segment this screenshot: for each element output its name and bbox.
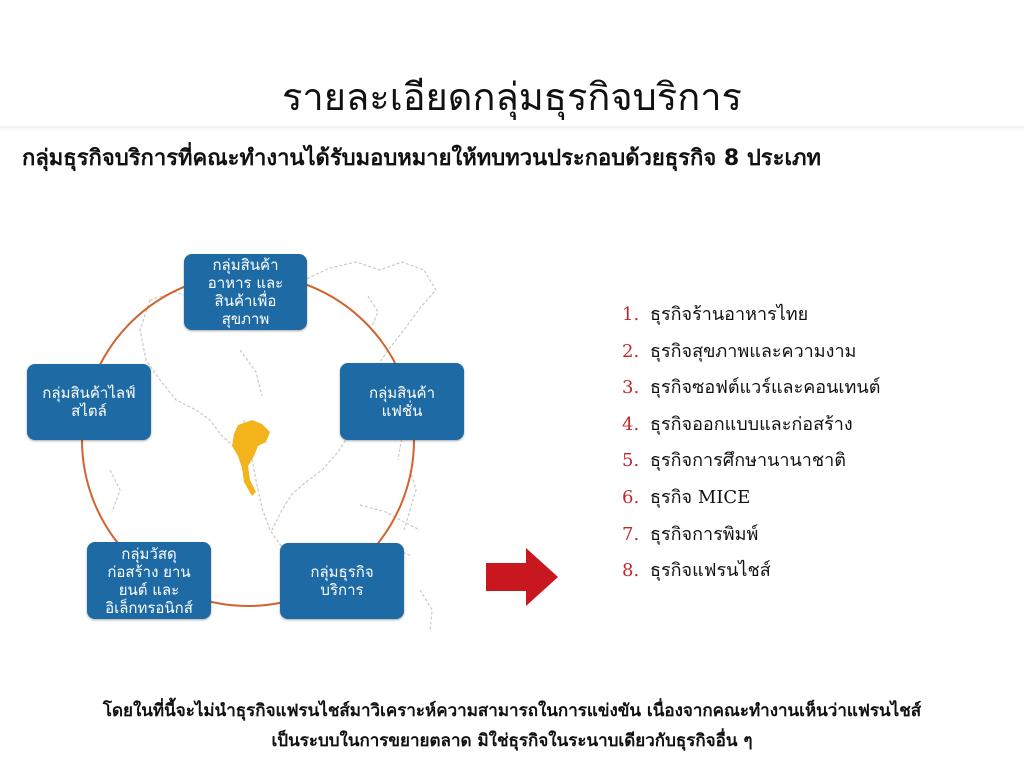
box-lifestyle: กลุ่มสินค้าไลฟ์ สไตล์ bbox=[27, 364, 151, 440]
business-type-list: 1.ธุรกิจร้านอาหารไทย 2.ธุรกิจสุขภาพและคว… bbox=[622, 300, 880, 593]
list-item: 5.ธุรกิจการศึกษานานาชาติ bbox=[622, 450, 846, 472]
list-item: 8.ธุรกิจแฟรนไชส์ bbox=[622, 560, 771, 582]
list-item: 6.ธุรกิจ MICE bbox=[622, 486, 751, 508]
list-item: 3.ธุรกิจซอฟต์แวร์และคอนเทนต์ bbox=[622, 377, 881, 399]
page-title: รายละเอียดกลุ่มธุรกิจบริการ bbox=[282, 75, 742, 119]
title-divider bbox=[0, 126, 1024, 132]
box-construction: กลุ่มวัสดุ ก่อสร้าง ยาน ยนต์ และ อิเล็กท… bbox=[87, 542, 211, 619]
list-item: 1.ธุรกิจร้านอาหารไทย bbox=[622, 304, 809, 325]
list-item: 2.ธุรกิจสุขภาพและความงาม bbox=[622, 340, 857, 362]
list-item: 4.ธุรกิจออกแบบและก่อสร้าง bbox=[622, 413, 853, 435]
box-fashion: กลุ่มสินค้า แฟชั่น bbox=[340, 363, 464, 440]
right-arrow-icon bbox=[486, 548, 558, 606]
thailand-highlight bbox=[232, 420, 270, 496]
footer-note: โดยในที่นี้จะไม่นำธุรกิจแฟรนไชส์มาวิเครา… bbox=[0, 696, 1024, 756]
box-service: กลุ่มธุรกิจ บริการ bbox=[280, 543, 404, 619]
footer-line-1: โดยในที่นี้จะไม่นำธุรกิจแฟรนไชส์มาวิเครา… bbox=[102, 701, 922, 721]
subtitle: กลุ่มธุรกิจบริการที่คณะทำงานได้รับมอบหมา… bbox=[22, 146, 821, 171]
box-food-health: กลุ่มสินค้า อาหาร และ สินค้าเพื่อ สุขภาพ bbox=[184, 254, 307, 330]
list-item: 7.ธุรกิจการพิมพ์ bbox=[622, 523, 759, 545]
footer-line-2: เป็นระบบในการขยายตลาด มิใช่ธุรกิจในระนาบ… bbox=[271, 731, 753, 751]
